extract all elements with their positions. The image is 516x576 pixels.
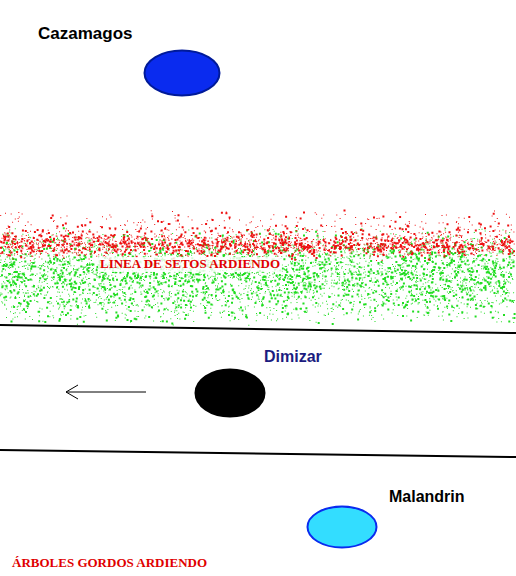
road-edge <box>0 450 516 457</box>
road-edge <box>0 325 516 333</box>
unit-marker: Dimizar <box>194 368 266 418</box>
unit-name: Cazamagos <box>38 24 132 44</box>
ellipse-shape <box>194 368 266 418</box>
unit-ellipse <box>145 51 220 96</box>
ellipse-shape <box>306 505 378 549</box>
hedge-speckles <box>0 227 516 326</box>
area-label: LINEA DE SETOS ARDIENDO <box>98 257 282 272</box>
unit-name: Dimizar <box>264 348 322 366</box>
direction-arrow <box>66 385 146 399</box>
hedge-band: LINEA DE SETOS ARDIENDO <box>0 206 516 330</box>
ellipse-shape <box>143 49 221 97</box>
unit-ellipse <box>308 507 377 548</box>
unit-marker: Malandrin <box>306 505 378 549</box>
unit-name: Malandrin <box>389 488 465 506</box>
unit-marker: Cazamagos <box>143 49 221 97</box>
unit-ellipse <box>196 370 265 417</box>
area-label: ÁRBOLES GORDOS ARDIENDO <box>12 556 207 571</box>
fire-speckles <box>0 210 514 252</box>
